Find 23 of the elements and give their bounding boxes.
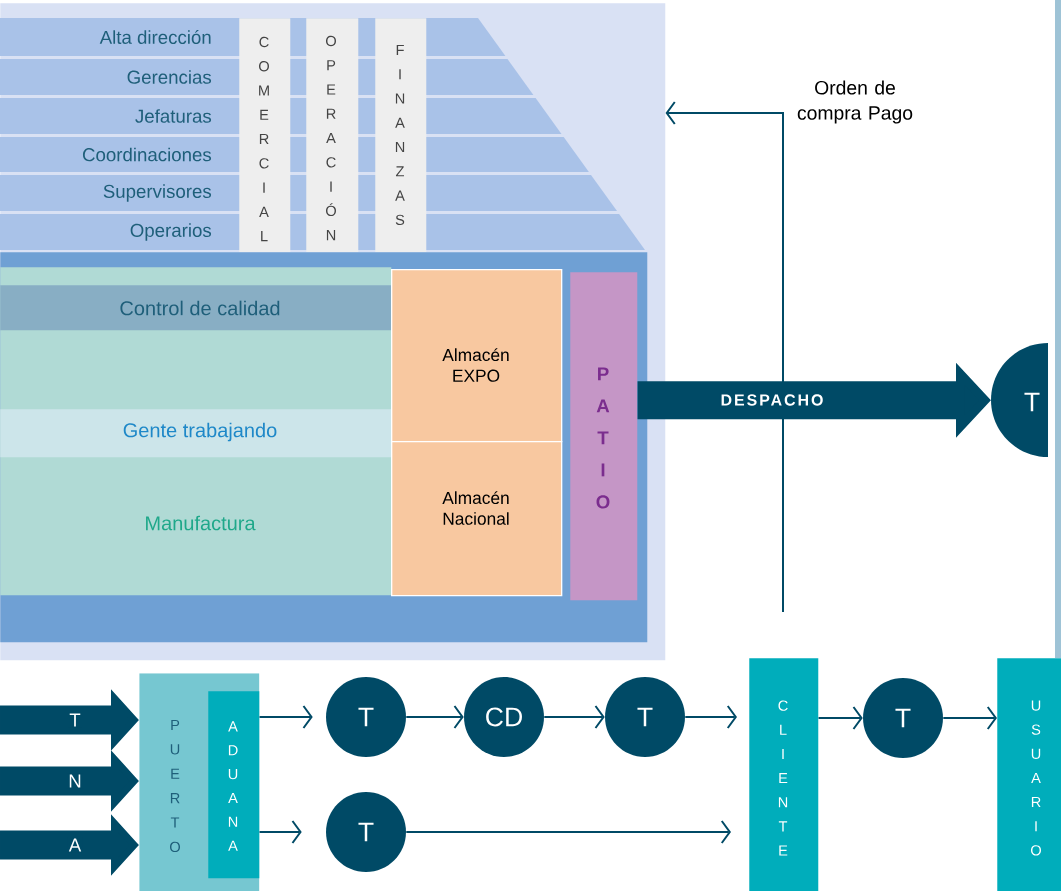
warehouse-box: Almacén Nacional <box>391 441 563 597</box>
arrow <box>258 820 302 844</box>
customs-box: A D U A N A <box>208 691 260 879</box>
user-box: U S U A R I O <box>997 658 1061 891</box>
edge-label: Orden de compra Pago <box>797 80 913 124</box>
arrow <box>405 705 464 729</box>
arrow <box>543 705 605 729</box>
client-box: C L I E N T E <box>749 658 819 891</box>
yard-box: P A T I O <box>570 272 638 601</box>
arrow <box>258 705 313 729</box>
arrow <box>405 820 731 844</box>
arrow <box>817 706 863 730</box>
edge-label: A <box>67 837 83 853</box>
quality-band: Control de calidad <box>0 285 392 331</box>
edge-label: DESPACHO <box>719 393 825 407</box>
arrow <box>942 706 997 730</box>
department-column: F I N A N Z A S <box>375 18 427 253</box>
warehouse-box: Almacén EXPO <box>391 269 563 443</box>
department-column: O P E R A C I Ó N <box>306 18 359 253</box>
people-band: Gente trabajando <box>0 409 392 458</box>
department-column: C O M E R C I A L <box>239 18 291 253</box>
arrow <box>684 705 737 729</box>
arrow <box>665 101 784 613</box>
